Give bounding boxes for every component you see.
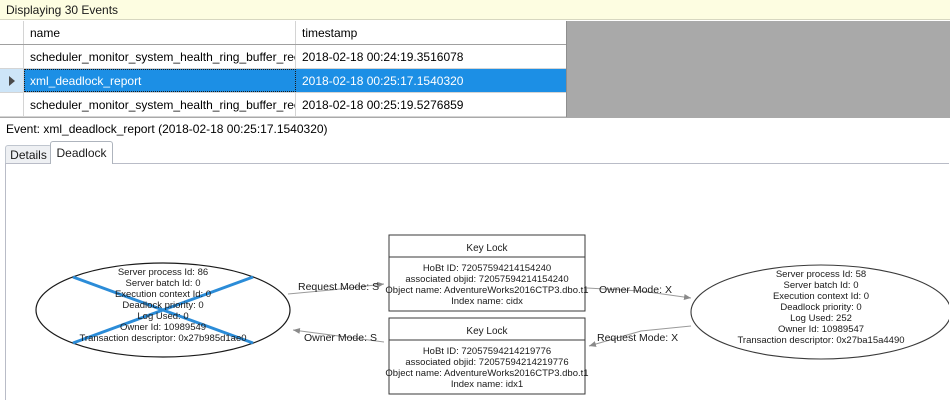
resource-2-title: Key Lock [466,326,508,337]
surviving-line-5: Owner Id: 10989547 [778,324,864,335]
edge-line [292,327,385,343]
victim-line-5: Owner Id: 10989549 [120,322,206,333]
edge-owner-mode-s: Owner Mode: S [292,327,385,344]
surviving-line-0: Server process Id: 58 [776,269,866,280]
edge-label-owner-mode-s: Owner Mode: S [304,332,377,344]
resource-2-line-2: Object name: AdventureWorks2016CTP3.dbo.… [385,368,588,379]
event-caption-text: Event: xml_deadlock_report (2018-02-18 0… [6,122,328,136]
resource-1-box[interactable] [388,234,586,312]
surviving-line-2: Execution context Id: 0 [773,291,869,302]
edge-label-request-mode-x: Request Mode: X [597,332,678,344]
events-status-bar: Displaying 30 Events [0,0,950,20]
row-selector[interactable] [0,45,24,68]
row-pointer-triangle-icon [8,75,15,86]
resource-2-line-1: associated objid: 72057594214219776 [405,357,568,368]
deadlock-graph-svg: Request Mode: S Owner Mode: X Owner Mode… [35,234,949,395]
grid-header-row: name timestamp [0,21,566,45]
edge-request-mode-s: Request Mode: S [287,281,385,295]
surviving-line-6: Transaction descriptor: 0x27ba15a4490 [737,335,904,346]
victim-line-6: Transaction descriptor: 0x27b985d1ae0 [79,333,246,344]
edge-line [586,287,692,301]
edge-label-owner-mode-x: Owner Mode: X [599,284,672,296]
surviving-line-4: Log Used: 252 [790,313,852,324]
resource-1-line-0: HoBt ID: 72057594214154240 [423,263,551,274]
surviving-process-ellipse[interactable] [690,264,949,360]
resource-1-line-3: Index name: cidx [451,296,523,307]
events-grid[interactable]: name timestamp scheduler_monitor_system_… [0,21,567,117]
victim-line-2: Execution context Id: 0 [115,289,211,300]
victim-line-0: Server process Id: 86 [118,267,208,278]
cell-timestamp[interactable]: 2018-02-18 00:25:19.5276859 [302,97,464,112]
table-row-selected[interactable]: xml_deadlock_report 2018-02-18 00:25:17.… [0,69,566,93]
node-surviving-process[interactable]: Server process Id: 58 Server batch Id: 0… [690,264,949,360]
event-caption: Event: xml_deadlock_report (2018-02-18 0… [0,118,950,140]
resource-1-line-1: associated objid: 72057594214154240 [405,274,568,285]
table-row[interactable]: scheduler_monitor_system_health_ring_buf… [0,93,566,117]
resource-2-line-3: Index name: idx1 [451,379,523,390]
edge-line [588,325,692,347]
edge-label-request-mode-s: Request Mode: S [298,281,379,293]
node-resource-key-lock-1[interactable]: Key Lock HoBt ID: 72057594214154240 asso… [385,234,589,312]
victim-line-1: Server batch Id: 0 [126,278,201,289]
column-header-timestamp[interactable]: timestamp [302,25,358,40]
row-selector[interactable] [0,69,24,92]
cell-name[interactable]: xml_deadlock_report [24,69,296,92]
edge-line [287,281,385,295]
cell-timestamp[interactable]: 2018-02-18 00:24:19.3516078 [302,49,464,64]
victim-cross-line-b [72,275,254,345]
tabstrip: Details Deadlock [0,140,950,164]
surviving-line-3: Deadlock priority: 0 [780,302,861,313]
resource-2-line-0: HoBt ID: 72057594214219776 [423,346,551,357]
tab-deadlock-label: Deadlock [56,146,107,160]
events-grid-area: name timestamp scheduler_monitor_system_… [0,21,950,118]
row-selector[interactable] [0,93,24,116]
grid-header-selector-cell [0,21,24,44]
resource-1-line-2: Object name: AdventureWorks2016CTP3.dbo.… [385,285,588,296]
cell-name[interactable]: scheduler_monitor_system_health_ring_buf… [24,93,296,116]
node-resource-key-lock-2[interactable]: Key Lock HoBt ID: 72057594214219776 asso… [385,317,589,395]
tab-details[interactable]: Details [5,145,52,164]
resource-1-title: Key Lock [466,243,508,254]
surviving-line-1: Server batch Id: 0 [784,280,859,291]
node-victim-process[interactable]: Server process Id: 86 Server batch Id: 0… [35,262,291,358]
victim-line-4: Log Used: 0 [137,311,188,322]
table-row[interactable]: scheduler_monitor_system_health_ring_buf… [0,45,566,69]
tab-details-label: Details [10,148,47,162]
events-status-text: Displaying 30 Events [6,2,119,17]
cell-timestamp[interactable]: 2018-02-18 00:25:17.1540320 [296,69,566,92]
cell-name[interactable]: scheduler_monitor_system_health_ring_buf… [24,45,296,68]
tab-deadlock[interactable]: Deadlock [50,141,113,164]
column-header-name[interactable]: name [24,21,296,44]
deadlock-graph-canvas[interactable]: Request Mode: S Owner Mode: X Owner Mode… [5,163,949,400]
victim-line-3: Deadlock priority: 0 [122,300,203,311]
edge-owner-mode-x: Owner Mode: X [586,284,692,301]
resource-2-box[interactable] [388,317,586,395]
edge-request-mode-x: Request Mode: X [588,325,692,347]
